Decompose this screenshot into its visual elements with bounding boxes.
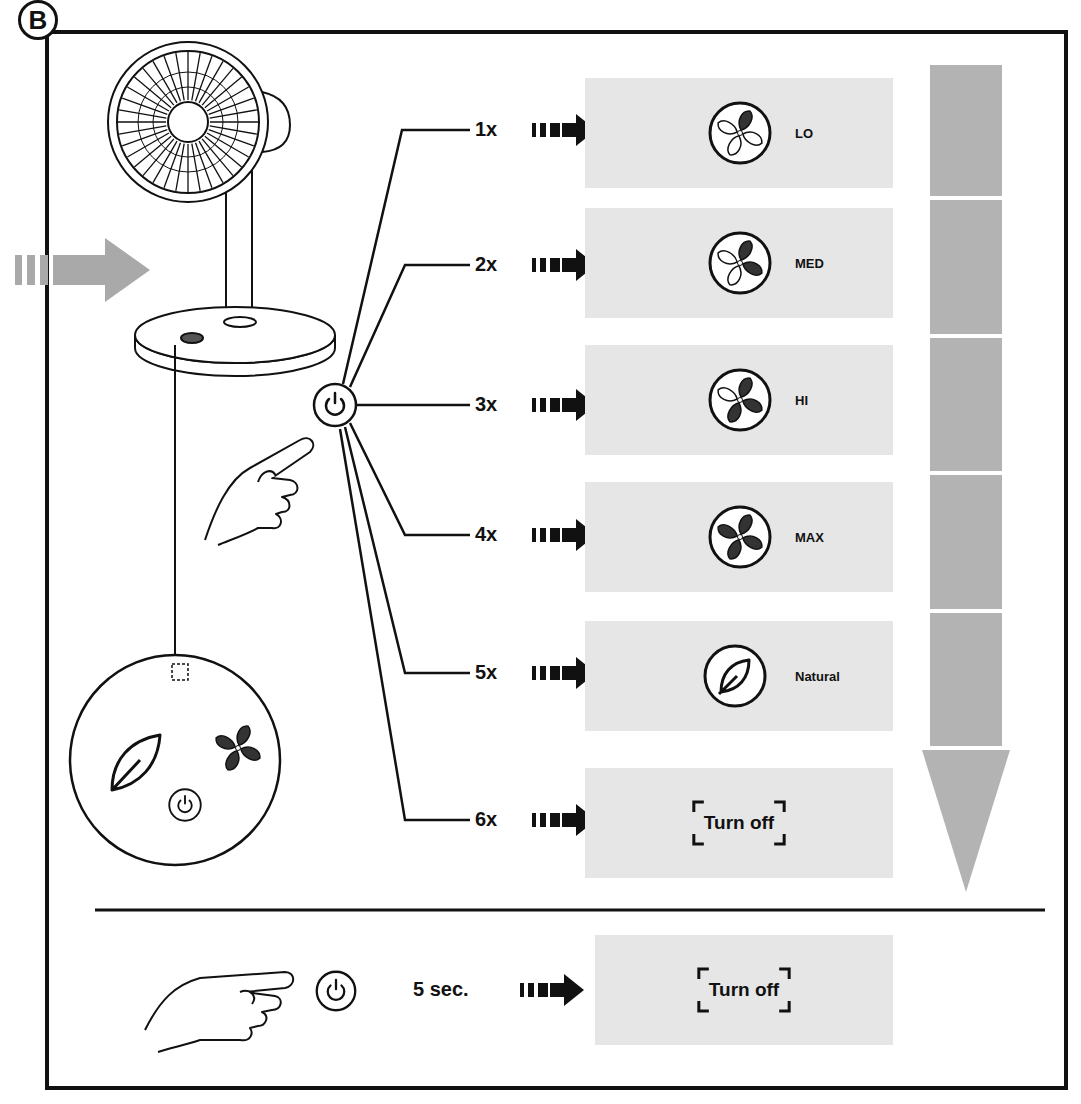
hold-time: 5 sec. bbox=[413, 978, 469, 1001]
fan-blade bbox=[741, 259, 765, 277]
fan-hub bbox=[738, 261, 743, 266]
fan-blade bbox=[224, 749, 242, 773]
grille-spoke bbox=[207, 133, 249, 157]
hand bbox=[205, 438, 313, 545]
off-box: Turn off bbox=[585, 768, 893, 878]
fan-blade bbox=[741, 533, 765, 551]
grille-spoke bbox=[119, 126, 166, 134]
fan-blade bbox=[239, 744, 263, 762]
grille-ring bbox=[138, 72, 238, 172]
fan-illustration bbox=[108, 42, 335, 376]
fan-icon bbox=[710, 370, 770, 430]
grille-spoke bbox=[192, 144, 200, 191]
grille-spoke bbox=[187, 144, 188, 192]
grille-ring bbox=[153, 87, 223, 157]
grille-spoke bbox=[143, 68, 174, 105]
fan-hub bbox=[236, 746, 241, 751]
press-count: 3x bbox=[475, 393, 497, 416]
fan-blade bbox=[716, 386, 740, 404]
fan-blade bbox=[741, 129, 765, 147]
grille-spoke bbox=[143, 139, 174, 176]
grille-spoke bbox=[118, 121, 166, 122]
icon-ring bbox=[710, 233, 770, 293]
fan-blade bbox=[736, 239, 754, 263]
press-count: 4x bbox=[475, 523, 497, 546]
fan-hub bbox=[738, 398, 743, 403]
grille-spoke bbox=[199, 61, 223, 103]
grille-spoke bbox=[134, 136, 171, 167]
fan-blade bbox=[234, 724, 252, 748]
fan-blade bbox=[736, 513, 754, 537]
fan-blade bbox=[726, 264, 744, 288]
press-count: 2x bbox=[475, 253, 497, 276]
fan-icon bbox=[214, 724, 263, 773]
icon-ring bbox=[710, 507, 770, 567]
grille-spoke bbox=[176, 53, 184, 100]
grille-spoke bbox=[134, 77, 171, 108]
corner-brackets bbox=[699, 969, 789, 1011]
grille-spoke bbox=[202, 68, 233, 105]
press-count: 6x bbox=[475, 808, 497, 831]
fan-hub bbox=[738, 131, 743, 136]
corner-brackets bbox=[694, 802, 784, 844]
leader-lines bbox=[340, 130, 470, 820]
press-count: 5x bbox=[475, 661, 497, 684]
press-count: 1x bbox=[475, 118, 497, 141]
pointer-arrow bbox=[15, 238, 150, 302]
grille-spoke bbox=[205, 136, 242, 167]
fan-blade bbox=[736, 376, 754, 400]
off-box: Turn off bbox=[595, 935, 893, 1045]
control-panel-zoom bbox=[70, 655, 280, 865]
fan-icon bbox=[710, 103, 770, 163]
fan-blade bbox=[716, 249, 740, 267]
hand bbox=[145, 972, 293, 1052]
leaf-icon bbox=[705, 646, 765, 706]
grille-spoke bbox=[202, 139, 233, 176]
grille-spoke bbox=[210, 110, 257, 118]
grille-spoke bbox=[127, 87, 169, 111]
grille-spoke bbox=[210, 121, 258, 122]
panel-letter: B bbox=[18, 0, 58, 40]
fan-blade bbox=[716, 523, 740, 541]
fan-hub bbox=[738, 535, 743, 540]
fan-blade bbox=[726, 401, 744, 425]
icon-ring bbox=[705, 646, 765, 706]
grille-spoke bbox=[205, 77, 242, 108]
fan-blade bbox=[736, 109, 754, 133]
icon-ring bbox=[710, 370, 770, 430]
fan-icon bbox=[710, 233, 770, 293]
fan-blade bbox=[716, 119, 740, 137]
grille-spoke bbox=[187, 52, 188, 100]
fan-blade bbox=[741, 396, 765, 414]
icon-ring bbox=[710, 103, 770, 163]
fan-icon bbox=[710, 507, 770, 567]
grille-spoke bbox=[153, 141, 177, 183]
leaf bbox=[719, 660, 749, 694]
fan-blade bbox=[214, 734, 238, 752]
sequence-arrow bbox=[922, 65, 1010, 892]
fan-blade bbox=[726, 538, 744, 562]
fan-blade bbox=[726, 134, 744, 158]
